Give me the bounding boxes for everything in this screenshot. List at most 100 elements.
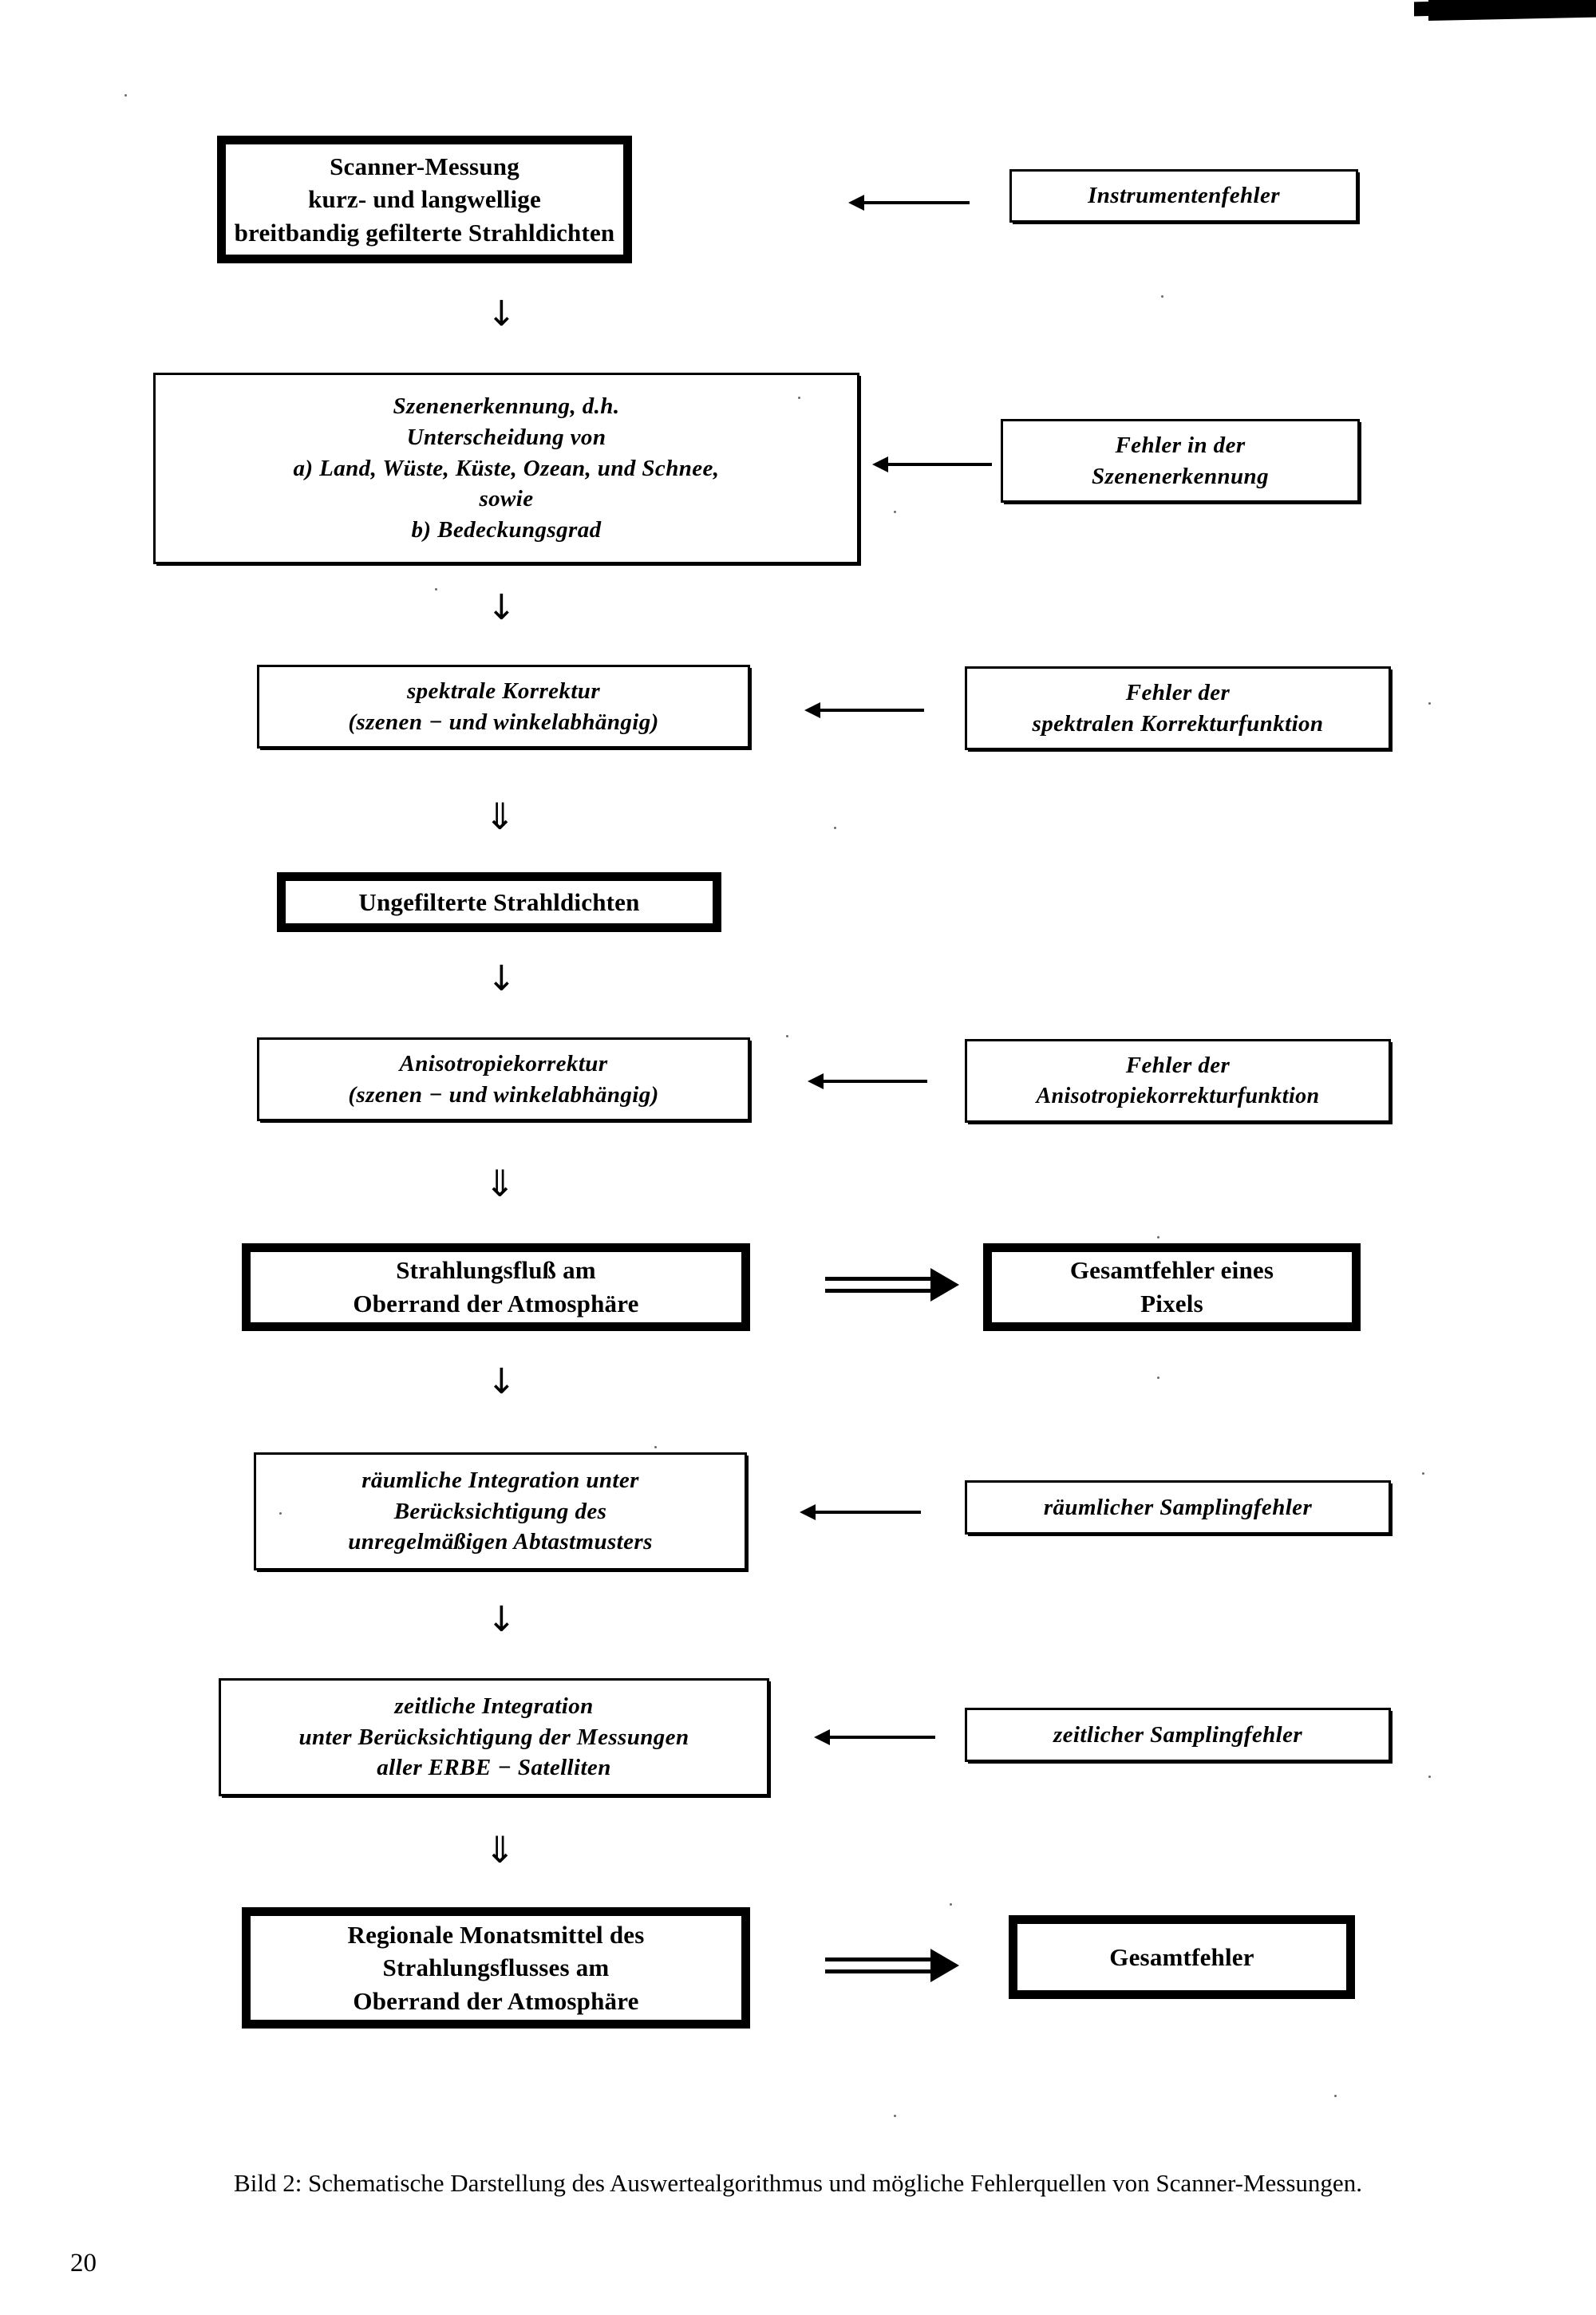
arrow-down-4: ↓ xyxy=(487,1361,516,1402)
box-line: Pixels xyxy=(1140,1290,1203,1317)
scan-speckle xyxy=(279,1512,282,1515)
scan-speckle xyxy=(435,588,437,591)
box-line: Unterscheidung von xyxy=(406,424,606,450)
box-line: Oberrand der Atmosphäre xyxy=(353,1986,639,2015)
process-box-spectral-correction: spektrale Korrektur (szenen − und winkel… xyxy=(257,665,750,749)
scan-speckle xyxy=(894,2115,896,2117)
process-box-unfiltered-radiances: Ungefilterte Strahldichten xyxy=(277,872,721,932)
box-line: a) Land, Wüste, Küste, Ozean, und Schnee… xyxy=(293,455,720,481)
process-box-regional-monthly-means: Regionale Monatsmittel des Strahlungsflu… xyxy=(242,1907,750,2029)
box-line: Berücksichtigung des xyxy=(393,1498,607,1524)
arrowhead-icon xyxy=(804,702,820,718)
arrow-shaft xyxy=(811,1511,921,1514)
box-line: Szenenerkennung, d.h. xyxy=(393,393,620,419)
box-line: Gesamtfehler xyxy=(1109,1942,1254,1971)
page-number: 20 xyxy=(70,2249,97,2277)
arrow-shaft xyxy=(859,201,970,204)
box-line: Strahlungsflusses am xyxy=(382,1954,610,1982)
box-line: Strahlungsfluß am xyxy=(396,1256,596,1285)
arrow-down-5: ↓ xyxy=(487,1599,516,1640)
box-line: aller ERBE − Satelliten xyxy=(377,1755,611,1781)
error-box-spectral-correction-function-error: Fehler der spektralen Korrekturfunktion xyxy=(965,666,1391,750)
scan-speckle xyxy=(786,1035,788,1037)
error-box-instrument-error: Instrumentenfehler xyxy=(1009,169,1358,223)
arrowhead-icon xyxy=(800,1504,816,1520)
scan-speckle xyxy=(1428,702,1431,705)
arrow-down-2: ↓ xyxy=(487,587,516,628)
arrowhead-icon xyxy=(808,1073,824,1089)
arrow-line-top xyxy=(825,1277,932,1281)
box-line: zeitlicher Samplingfehler xyxy=(1053,1721,1303,1748)
error-box-spatial-sampling-error: räumlicher Samplingfehler xyxy=(965,1480,1391,1535)
scan-speckle xyxy=(950,1903,952,1906)
box-line: Fehler der xyxy=(1125,679,1231,705)
error-box-total-error-pixel: Gesamtfehler eines Pixels xyxy=(983,1243,1361,1331)
box-line: Szenenerkennung xyxy=(1092,463,1269,489)
scan-speckle xyxy=(1334,2095,1337,2097)
arrow-temporal-sampling-error xyxy=(814,1729,935,1745)
arrowhead-icon xyxy=(848,195,864,211)
box-line: (szenen − und winkelabhängig) xyxy=(348,709,659,735)
box-line: Ungefilterte Strahldichten xyxy=(358,887,640,916)
box-line: spektralen Korrekturfunktion xyxy=(1032,710,1324,737)
box-line: b) Bedeckungsgrad xyxy=(411,517,602,543)
arrow-down-1: ↓ xyxy=(487,294,516,334)
arrowhead-icon xyxy=(872,456,888,472)
arrow-total-error xyxy=(825,1949,959,1982)
arrowhead-icon xyxy=(930,1949,959,1982)
arrow-shaft xyxy=(883,463,992,466)
box-line: Scanner-Messung xyxy=(330,152,519,180)
scan-speckle xyxy=(834,827,836,829)
arrow-down-double-1: ⇓ xyxy=(484,795,516,838)
box-line: Instrumentenfehler xyxy=(1088,183,1280,209)
box-line: Anisotropiekorrekturfunktion xyxy=(1036,1084,1320,1109)
process-box-scene-identification: Szenenerkennung, d.h. Unterscheidung von… xyxy=(153,373,859,564)
process-box-radiative-flux-toa: Strahlungsfluß am Oberrand der Atmosphär… xyxy=(242,1243,750,1331)
arrow-down-double-2: ⇓ xyxy=(484,1162,516,1205)
box-line: kurz- und langwellige xyxy=(308,185,541,214)
box-line: zeitliche Integration xyxy=(394,1693,594,1719)
arrow-line-bottom xyxy=(825,1289,932,1293)
error-box-scene-identification-error: Fehler in der Szenenerkennung xyxy=(1001,419,1360,503)
process-box-scanner-measurement: Scanner-Messung kurz- und langwellige br… xyxy=(217,136,632,263)
arrow-line-bottom xyxy=(825,1969,932,1973)
scan-speckle xyxy=(798,397,800,399)
arrow-down-double-3: ⇓ xyxy=(484,1828,516,1871)
arrow-spatial-sampling-error xyxy=(800,1504,921,1520)
box-line: Fehler der xyxy=(1125,1053,1231,1079)
box-line: Fehler in der xyxy=(1115,432,1246,458)
scan-speckle xyxy=(1161,295,1163,298)
arrow-total-error-pixel xyxy=(825,1268,959,1302)
arrow-scene-identification-error xyxy=(872,456,992,472)
scan-speckle xyxy=(1157,1377,1159,1379)
scan-speckle xyxy=(1428,1776,1431,1778)
figure-caption: Bild 2: Schematische Darstellung des Aus… xyxy=(234,2169,1362,2197)
box-line: spektrale Korrektur xyxy=(406,678,601,704)
box-line: unregelmäßigen Abtastmusters xyxy=(348,1529,653,1555)
box-line: Anisotropiekorrektur xyxy=(399,1050,608,1077)
box-line: sowie xyxy=(479,486,534,512)
arrow-shaft xyxy=(816,709,924,712)
box-line: (szenen − und winkelabhängig) xyxy=(348,1081,659,1108)
arrow-shaft xyxy=(819,1080,927,1083)
arrow-down-3: ↓ xyxy=(487,958,516,999)
scan-speckle xyxy=(124,94,127,97)
box-line: Regionale Monatsmittel des xyxy=(347,1920,645,1949)
box-line: breitbandig gefilterte Strahldichten xyxy=(234,218,615,247)
error-box-temporal-sampling-error: zeitlicher Samplingfehler xyxy=(965,1708,1391,1762)
arrow-anisotropy-correction-error xyxy=(808,1073,927,1089)
arrow-shaft xyxy=(825,1736,935,1739)
process-box-anisotropy-correction: Anisotropiekorrektur (szenen − und winke… xyxy=(257,1037,750,1121)
arrowhead-icon xyxy=(930,1268,959,1302)
process-box-spatial-integration: räumliche Integration unter Berücksichti… xyxy=(254,1452,747,1570)
scan-speckle xyxy=(654,1446,657,1448)
process-box-temporal-integration: zeitliche Integration unter Berücksichti… xyxy=(219,1678,769,1796)
box-line: räumlicher Samplingfehler xyxy=(1043,1494,1313,1520)
arrow-instrument-error xyxy=(848,195,970,211)
scan-speckle xyxy=(1422,1472,1424,1475)
error-box-total-error: Gesamtfehler xyxy=(1009,1915,1355,1999)
arrowhead-icon xyxy=(814,1729,830,1745)
arrow-spectral-correction-error xyxy=(804,702,924,718)
box-line: Oberrand der Atmosphäre xyxy=(353,1290,639,1317)
